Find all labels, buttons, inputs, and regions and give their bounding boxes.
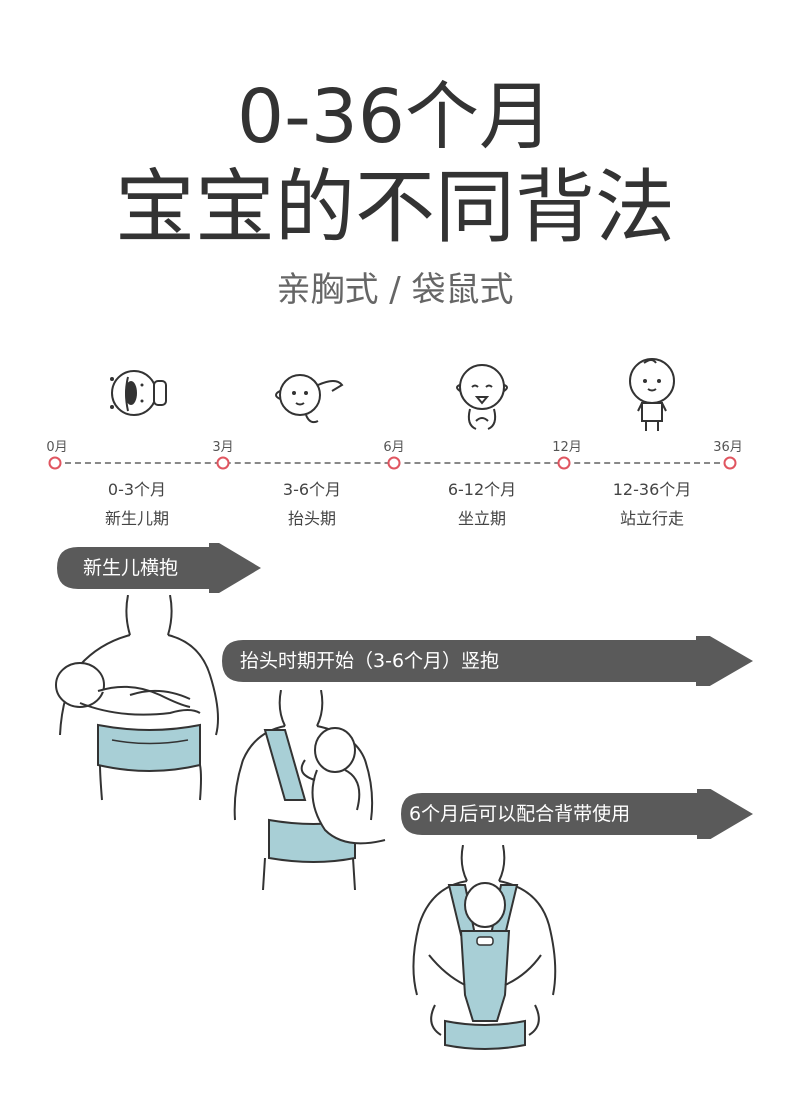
arrow-label: 抬头时期开始（3-6个月）竖抱 — [240, 650, 500, 672]
timeline-month-label: 12月 — [552, 440, 582, 455]
stage-range: 6-12个月 — [447, 480, 517, 499]
upright-hold-illustration — [233, 690, 386, 890]
newborn-baby-icon — [110, 370, 167, 416]
sitting-baby-icon — [456, 364, 508, 430]
stage-name: 新生儿期 — [104, 509, 169, 528]
stage-name: 站立行走 — [619, 509, 684, 528]
standing-baby-icon — [629, 358, 675, 431]
stage-head-up: 3-6个月 抬头期 — [237, 475, 387, 533]
timeline-month-label: 36月 — [713, 440, 743, 455]
baby-carrier-illustration — [412, 845, 557, 1050]
timeline-dot — [387, 456, 401, 470]
arrow-newborn-horizontal-hold: 新生儿横抱 — [53, 543, 263, 593]
timeline-dot — [557, 456, 571, 470]
arrow-label: 6个月后可以配合背带使用 — [409, 803, 631, 825]
arrow-label: 新生儿横抱 — [83, 557, 179, 579]
arrow-carrier-use: 6个月后可以配合背带使用 — [397, 789, 755, 839]
timeline-dot — [216, 456, 230, 470]
timeline-month-label: 6月 — [383, 440, 405, 455]
stage-newborn: 0-3个月 新生儿期 — [62, 475, 212, 533]
page-title-line2: 宝宝的不同背法 — [115, 161, 675, 254]
timeline-dot — [48, 456, 62, 470]
arrow-upright-hold: 抬头时期开始（3-6个月）竖抱 — [218, 636, 755, 686]
stage-sitting: 6-12个月 坐立期 — [407, 475, 557, 533]
timeline-month-label: 0月 — [46, 440, 68, 455]
crawling-baby-icon — [275, 374, 344, 424]
stage-standing: 12-36个月 站立行走 — [577, 475, 727, 533]
stage-range: 0-3个月 — [107, 480, 167, 499]
page-title-line1: 0-36个月 — [237, 74, 553, 160]
timeline-dot — [723, 456, 737, 470]
stage-range: 12-36个月 — [612, 480, 692, 499]
stage-range: 3-6个月 — [282, 480, 342, 499]
page-subtitle: 亲胸式 / 袋鼠式 — [276, 270, 514, 310]
stage-name: 坐立期 — [457, 509, 506, 528]
stage-name: 抬头期 — [287, 509, 336, 528]
newborn-horizontal-hold-illustration — [55, 595, 219, 801]
timeline-month-label: 3月 — [212, 440, 234, 455]
